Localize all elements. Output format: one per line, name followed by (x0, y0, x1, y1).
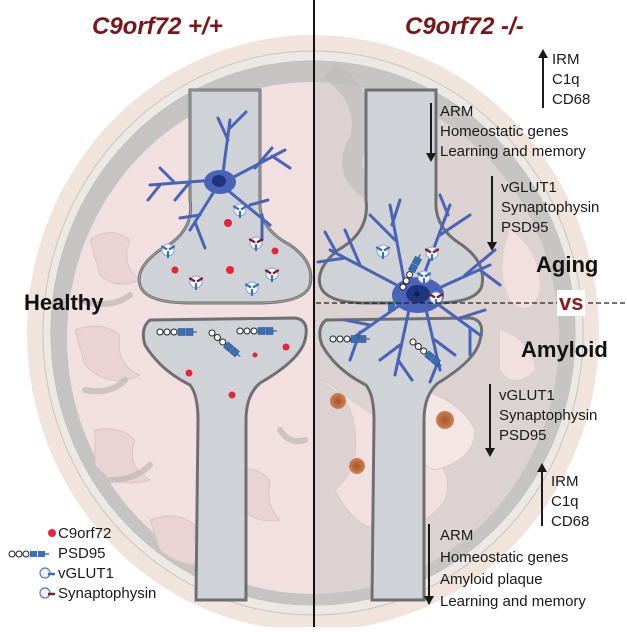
healthy-label: Healthy (24, 290, 104, 315)
list-item: ARM (440, 103, 474, 120)
genotype-wildtype-title: C9orf72 +/+ (92, 13, 223, 40)
list-item: C1q (551, 493, 579, 510)
psd95-chain (399, 254, 422, 291)
microglia-nucleus (212, 175, 226, 187)
vesicle (248, 236, 264, 252)
list-item: CD68 (552, 91, 591, 108)
amyloid-label: Amyloid (521, 337, 608, 362)
c9orf72-dot (224, 219, 232, 227)
list-item: C1q (552, 71, 580, 88)
genotype-knockout-title: C9orf72 -/- (405, 13, 524, 40)
aging-upregulated-list: IRM C1q CD68 (552, 50, 590, 110)
c9orf72-dot (282, 343, 290, 351)
psd95-box (388, 304, 395, 311)
list-item: CD68 (551, 513, 590, 530)
molecular-markers (156, 203, 444, 399)
vesicle-blue-icon (39, 567, 55, 579)
psd95-chain (329, 335, 370, 343)
list-item: vGLUT1 (501, 179, 557, 196)
legend-label-psd95: PSD95 (58, 545, 106, 562)
amyloid-plaque (349, 458, 365, 474)
amyloid-plaques (330, 393, 454, 474)
list-item: Learning and memory (440, 143, 586, 160)
c9orf72-dot (252, 352, 258, 358)
red-dot-icon (48, 529, 56, 537)
vs-label: vs (557, 290, 586, 316)
synapse-left (137, 88, 313, 602)
amyloid-downregulated-microglia-list: ARM Homeostatic genes Amyloid plaque Lea… (440, 525, 586, 613)
list-item: IRM (552, 51, 580, 68)
aging-downregulated-microglia-list: ARM Homeostatic genes Learning and memor… (440, 102, 586, 162)
amyloid-upregulated-list: IRM C1q CD68 (551, 472, 589, 532)
list-item: IRM (551, 473, 579, 490)
vesicle (375, 244, 391, 260)
legend-label-synaptophysin: Synaptophysin (58, 585, 157, 602)
list-item: Homeostatic genes (440, 549, 569, 566)
arrow-down-icon (487, 176, 497, 251)
c9orf72-dot (185, 369, 193, 377)
arrow-down-icon (426, 103, 436, 162)
list-item: Amyloid plaque (440, 571, 543, 588)
legend-label-vglut1: vGLUT1 (58, 565, 114, 582)
arrow-down-icon (424, 524, 434, 605)
psd95-chain (236, 327, 277, 335)
list-item: Homeostatic genes (440, 123, 569, 140)
amyloid-plaque (330, 393, 346, 409)
amyloid-downregulated-synaptic-list: vGLUT1 Synaptophysin PSD95 (499, 386, 597, 446)
list-item: PSD95 (501, 219, 549, 236)
list-item: vGLUT1 (499, 387, 555, 404)
c9orf72-dot (271, 247, 279, 255)
list-item: ARM (440, 527, 474, 544)
vesicle (244, 281, 260, 297)
vesicle (424, 246, 440, 262)
vesicle (160, 243, 176, 259)
arrow-up-icon (537, 463, 547, 526)
vesicle-maroon-icon (39, 587, 55, 599)
list-item: Learning and memory (440, 593, 586, 610)
microglia-left (146, 110, 292, 250)
amyloid-plaque (436, 411, 454, 429)
arrow-up-icon (538, 49, 548, 108)
vesicle (264, 267, 280, 283)
aging-downregulated-synaptic-list: vGLUT1 Synaptophysin PSD95 (501, 178, 599, 238)
legend-label-c9orf72: C9orf72 (58, 525, 112, 542)
psd95-chain-icon (8, 550, 49, 558)
psd95-chain (409, 338, 442, 367)
list-item: Synaptophysin (501, 199, 600, 216)
vesicle (416, 270, 432, 286)
aging-label: Aging (536, 252, 599, 277)
list-item: PSD95 (499, 427, 547, 444)
psd95-chain (156, 328, 197, 336)
vesicle (188, 275, 204, 291)
c9orf72-dot (228, 391, 236, 399)
legend-icons (8, 529, 56, 599)
vesicle (232, 203, 248, 219)
c9orf72-dot (226, 266, 234, 274)
psd95-chain (208, 329, 241, 358)
c9orf72-dot (171, 266, 179, 274)
psd95-box (393, 296, 400, 303)
list-item: Synaptophysin (499, 407, 598, 424)
arrow-down-icon (485, 384, 495, 457)
